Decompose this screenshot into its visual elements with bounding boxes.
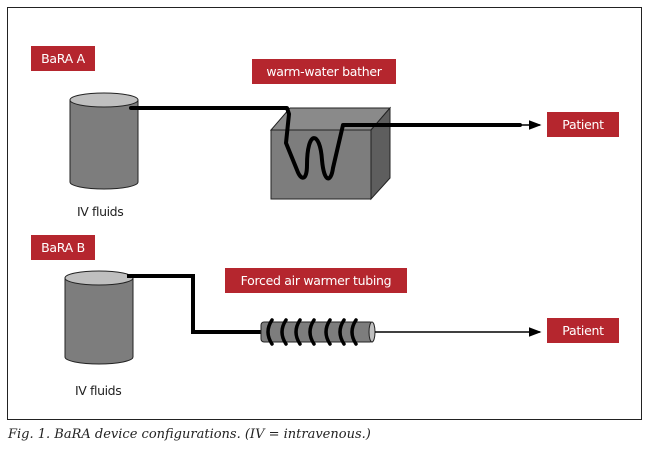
warm-water-bather-label: warm-water bather [252, 59, 396, 84]
figure-caption: Fig. 1. BaRA device configurations. (IV … [8, 427, 371, 442]
iv-fluids-text-b: IV fluids [75, 383, 122, 398]
warm-water-bath-box [269, 106, 392, 201]
forced-air-warmer-tubing-label: Forced air warmer tubing [225, 268, 407, 293]
config-a-label: BaRA A [31, 46, 95, 71]
patient-label-a: Patient [547, 112, 619, 137]
tubing-a-inlet [129, 106, 522, 181]
iv-fluids-text-a: IV fluids [77, 204, 124, 219]
config-b-label: BaRA B [31, 235, 95, 260]
patient-label-b: Patient [547, 318, 619, 343]
iv-fluids-container-b [64, 270, 134, 365]
iv-fluids-container-a [69, 92, 139, 190]
tubing-b-inlet [127, 274, 263, 334]
forced-air-warmer-tube [260, 318, 376, 346]
